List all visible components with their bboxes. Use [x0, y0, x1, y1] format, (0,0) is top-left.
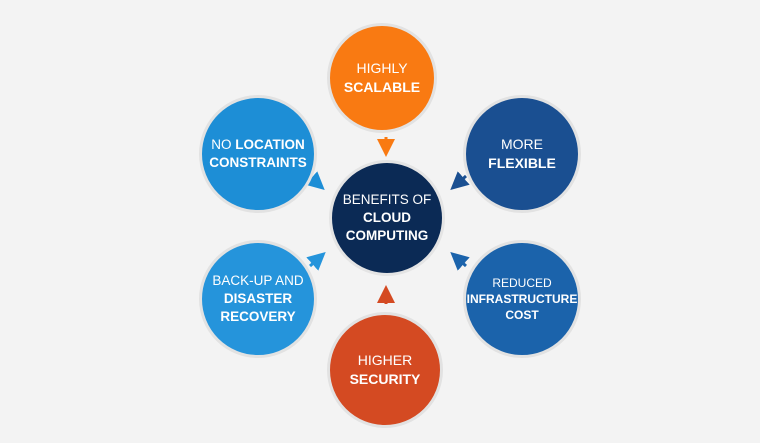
node-upper-right-line1: MORE [501, 136, 543, 153]
node-highly-scalable: HIGHLY SCALABLE [327, 23, 437, 133]
node-lower-right-line3: COST [505, 308, 539, 323]
node-center-line1: BENEFITS OF [342, 191, 432, 207]
node-no-location-constraints: NO LOCATION CONSTRAINTS [199, 95, 317, 213]
node-upper-left-line1: NO LOCATION [211, 136, 305, 154]
node-upper-left-line2: CONSTRAINTS [209, 155, 307, 170]
node-center-line2: CLOUD [363, 209, 411, 225]
node-more-flexible: MORE FLEXIBLE [463, 95, 581, 213]
node-center-line3: COMPUTING [345, 228, 429, 244]
node-lower-right-line2: INFRASTRUCTURE [466, 291, 578, 306]
node-upper-left-line1-bold: LOCATION [235, 136, 305, 152]
node-upper-right-line2: FLEXIBLE [488, 155, 556, 171]
node-lower-left-line1: BACK-UP AND [212, 272, 304, 288]
arrow-lower-right [450, 252, 470, 271]
node-benefits-of-cloud-computing: BENEFITS OF CLOUD COMPUTING [329, 160, 445, 276]
node-lower-right-line1: REDUCED [492, 275, 552, 290]
node-top-line1: HIGHLY [356, 60, 408, 77]
node-lower-left-line3: RECOVERY [220, 309, 296, 325]
node-reduced-infrastructure-cost: REDUCED INFRASTRUCTURE COST [463, 240, 581, 358]
node-higher-security: HIGHER SECURITY [327, 312, 443, 428]
node-bottom-line1: HIGHER [357, 352, 413, 369]
node-bottom-line2: SECURITY [349, 371, 421, 387]
node-top-line2: SCALABLE [343, 79, 421, 95]
arrow-upper-right [450, 171, 470, 190]
arrow-lower-left [306, 252, 326, 271]
node-lower-left-line2: DISASTER [223, 290, 293, 306]
node-backup-disaster-recovery: BACK-UP AND DISASTER RECOVERY [199, 240, 317, 358]
node-upper-left-line1-light: NO [211, 136, 236, 152]
